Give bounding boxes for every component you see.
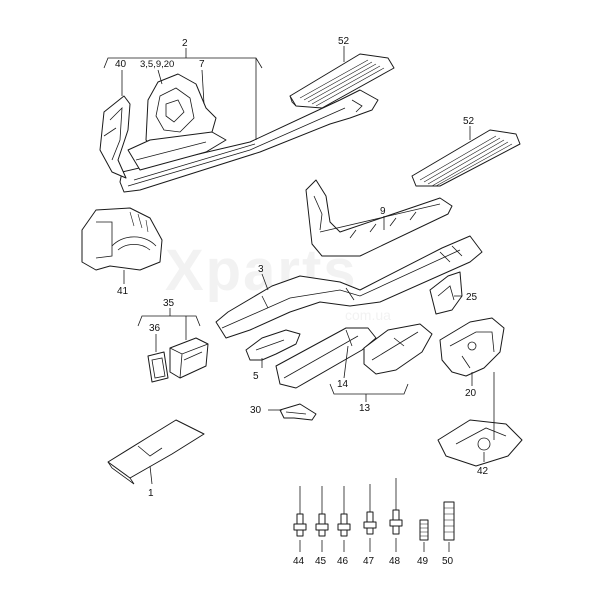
fastener-48 xyxy=(389,478,403,535)
long-member-3 xyxy=(215,235,483,339)
callout-1: 1 xyxy=(148,488,154,499)
floor-panel-upper xyxy=(289,53,395,109)
bracket-5 xyxy=(245,329,301,361)
callout-30: 30 xyxy=(250,405,262,416)
callout-49: 49 xyxy=(417,556,429,567)
callout-7: 7 xyxy=(199,59,205,70)
fastener-50 xyxy=(443,501,455,541)
callout-5: 5 xyxy=(253,371,259,382)
box-section-35 xyxy=(169,337,209,379)
fastener-44 xyxy=(293,486,307,537)
callout-3-5-9-20: 3,5,9,20 xyxy=(140,59,174,70)
callout-47: 47 xyxy=(363,556,375,567)
grommet-36 xyxy=(147,351,169,383)
fastener-45 xyxy=(315,486,329,537)
callout-52-lower: 52 xyxy=(463,116,475,127)
fastener-46 xyxy=(337,486,351,537)
floor-panel-lower xyxy=(411,129,521,187)
callout-13: 13 xyxy=(359,403,371,414)
callout-50: 50 xyxy=(442,556,454,567)
wheel-housing-41 xyxy=(81,207,163,271)
bracket-assembly-20 xyxy=(439,317,505,377)
callout-36: 36 xyxy=(149,323,161,334)
bracket-25 xyxy=(429,271,463,315)
callout-9: 9 xyxy=(380,206,386,217)
clip-30 xyxy=(279,403,317,421)
fastener-49 xyxy=(419,519,429,541)
callout-48: 48 xyxy=(389,556,401,567)
leader-lines xyxy=(103,46,495,552)
callout-42: 42 xyxy=(477,466,489,477)
callout-25: 25 xyxy=(466,292,478,303)
lower-member-13 xyxy=(363,323,433,375)
fastener-47 xyxy=(363,484,377,535)
callout-labels: 2 40 3,5,9,20 7 52 52 9 41 3 35 36 25 5 … xyxy=(115,36,489,567)
callout-2: 2 xyxy=(182,38,188,49)
callout-46: 46 xyxy=(337,556,349,567)
long-member-9 xyxy=(305,179,453,257)
callout-40: 40 xyxy=(115,59,127,70)
callout-41: 41 xyxy=(117,286,129,297)
callout-20: 20 xyxy=(465,388,477,399)
mounting-plate-42 xyxy=(437,419,523,467)
front-structure-assembly xyxy=(99,73,379,193)
floor-pad-1 xyxy=(107,419,205,485)
callout-14: 14 xyxy=(337,379,349,390)
callout-3: 3 xyxy=(258,264,264,275)
callout-45: 45 xyxy=(315,556,327,567)
watermark-sub: com.ua xyxy=(345,307,391,323)
callout-35: 35 xyxy=(163,298,175,309)
callout-44: 44 xyxy=(293,556,305,567)
callout-52-upper: 52 xyxy=(338,36,350,47)
